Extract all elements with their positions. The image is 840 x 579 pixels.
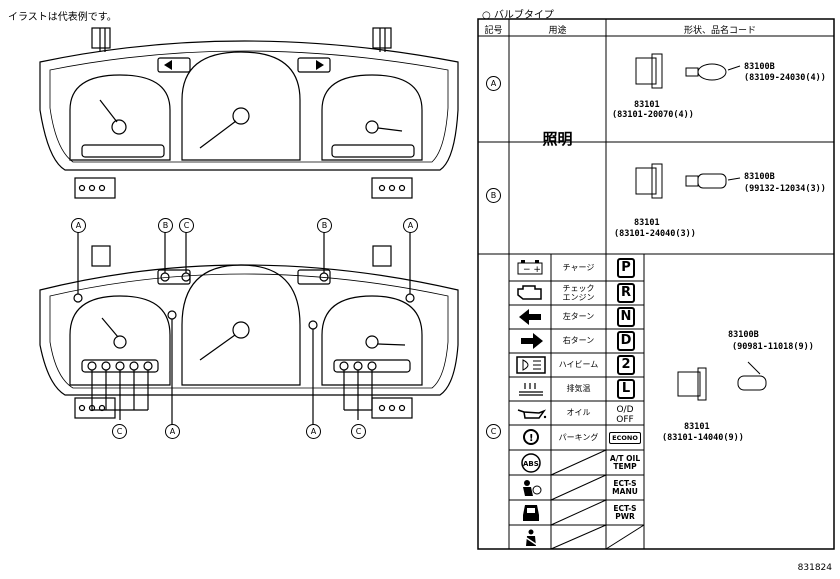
top-center-gauge (181, 51, 301, 161)
label-left-turn: 左ターン (562, 312, 595, 321)
callout-b-left: B (158, 218, 173, 233)
svg-text:!: ! (529, 433, 534, 444)
instrument-cluster-drawing (39, 27, 459, 426)
header-shape-code: 形状、品名コード (683, 26, 756, 36)
label-high-beam: ハイビーム (558, 360, 599, 369)
callout-c-bottom-left: C (112, 424, 127, 439)
bottom-left-gauge (69, 295, 171, 386)
code-ect-s-manu: ECT-S MANU (612, 479, 638, 496)
label-oil: オイル (566, 408, 591, 417)
label-check-engine: チェック エンジン (562, 284, 595, 302)
header-usage: 用途 (548, 26, 567, 36)
usage-illumination: 照明 (542, 130, 573, 148)
callout-a-right: A (403, 218, 418, 233)
code-econo: ECONO (609, 432, 641, 444)
label-exhaust-temp: 排気温 (566, 384, 591, 393)
label-parking: パーキング (558, 433, 599, 442)
row-c-bulb: 83100B (728, 330, 759, 340)
row-b-holder: 83101 (634, 218, 660, 228)
code-d: D (617, 331, 635, 351)
arrow-left-icon (515, 308, 547, 326)
seatbelt-icon (515, 528, 547, 548)
code-2: 2 (617, 355, 635, 375)
label-right-turn: 右ターン (562, 336, 595, 345)
bottom-cluster-housing (39, 264, 459, 396)
callout-a-bottom-left: A (165, 424, 180, 439)
top-right-gauge (321, 74, 423, 161)
row-c-bulb-code: (90981-11018(9)) (732, 342, 814, 352)
row-c-holder-code: (83101-14040(9)) (662, 433, 744, 443)
bottom-center-gauge (181, 264, 301, 386)
door-icon (515, 503, 547, 523)
abs-icon: ABS (515, 453, 547, 473)
callout-a-bottom-right: A (306, 424, 321, 439)
row-a-holder-code: (83101-20070(4)) (612, 110, 694, 120)
bottom-right-gauge (321, 295, 423, 386)
row-a-holder: 83101 (634, 100, 660, 110)
table-title: ○ バルブタイプ (482, 10, 554, 21)
row-mark-c: C (486, 424, 501, 439)
top-left-gauge (69, 74, 171, 161)
code-r: R (617, 283, 635, 303)
header-mark: 記号 (484, 26, 503, 36)
code-p: P (617, 258, 635, 278)
callout-c-top: C (179, 218, 194, 233)
oil-can-icon (515, 404, 547, 422)
code-at-oil-temp: A/T OIL TEMP (609, 454, 641, 471)
top-cluster-housing (39, 40, 459, 171)
code-od-off: O/D OFF (616, 405, 634, 425)
illustration-note: イラストは代表例です。 (8, 12, 117, 23)
engine-icon (515, 284, 547, 302)
battery-icon: − + (515, 259, 547, 277)
airbag-icon (515, 478, 547, 498)
high-beam-icon (515, 356, 547, 374)
code-ect-s-pwr: ECT-S PWR (613, 504, 637, 521)
brake-icon: ! (515, 428, 547, 446)
code-n: N (617, 307, 635, 327)
callout-a-left: A (71, 218, 86, 233)
callout-c-bottom-right: C (351, 424, 366, 439)
row-a-bulb-code: (83109-24030(4)) (744, 73, 826, 83)
callout-b-right: B (317, 218, 332, 233)
exhaust-temp-icon (515, 380, 547, 398)
row-b-holder-code: (83101-24040(3)) (614, 229, 696, 239)
row-b-bulb-code: (99132-12034(3)) (744, 184, 826, 194)
row-a-bulb: 83100B (744, 62, 775, 72)
row-b-bulb: 83100B (744, 172, 775, 182)
row-mark-a: A (486, 76, 501, 91)
svg-text:− +: − + (523, 265, 541, 275)
svg-text:ABS: ABS (523, 460, 539, 468)
code-l: L (617, 379, 635, 399)
row-mark-b: B (486, 188, 501, 203)
label-charge: チャージ (562, 263, 595, 272)
row-c-holder: 83101 (684, 422, 710, 432)
arrow-right-icon (515, 332, 547, 350)
figure-number: 831824 (797, 563, 832, 573)
